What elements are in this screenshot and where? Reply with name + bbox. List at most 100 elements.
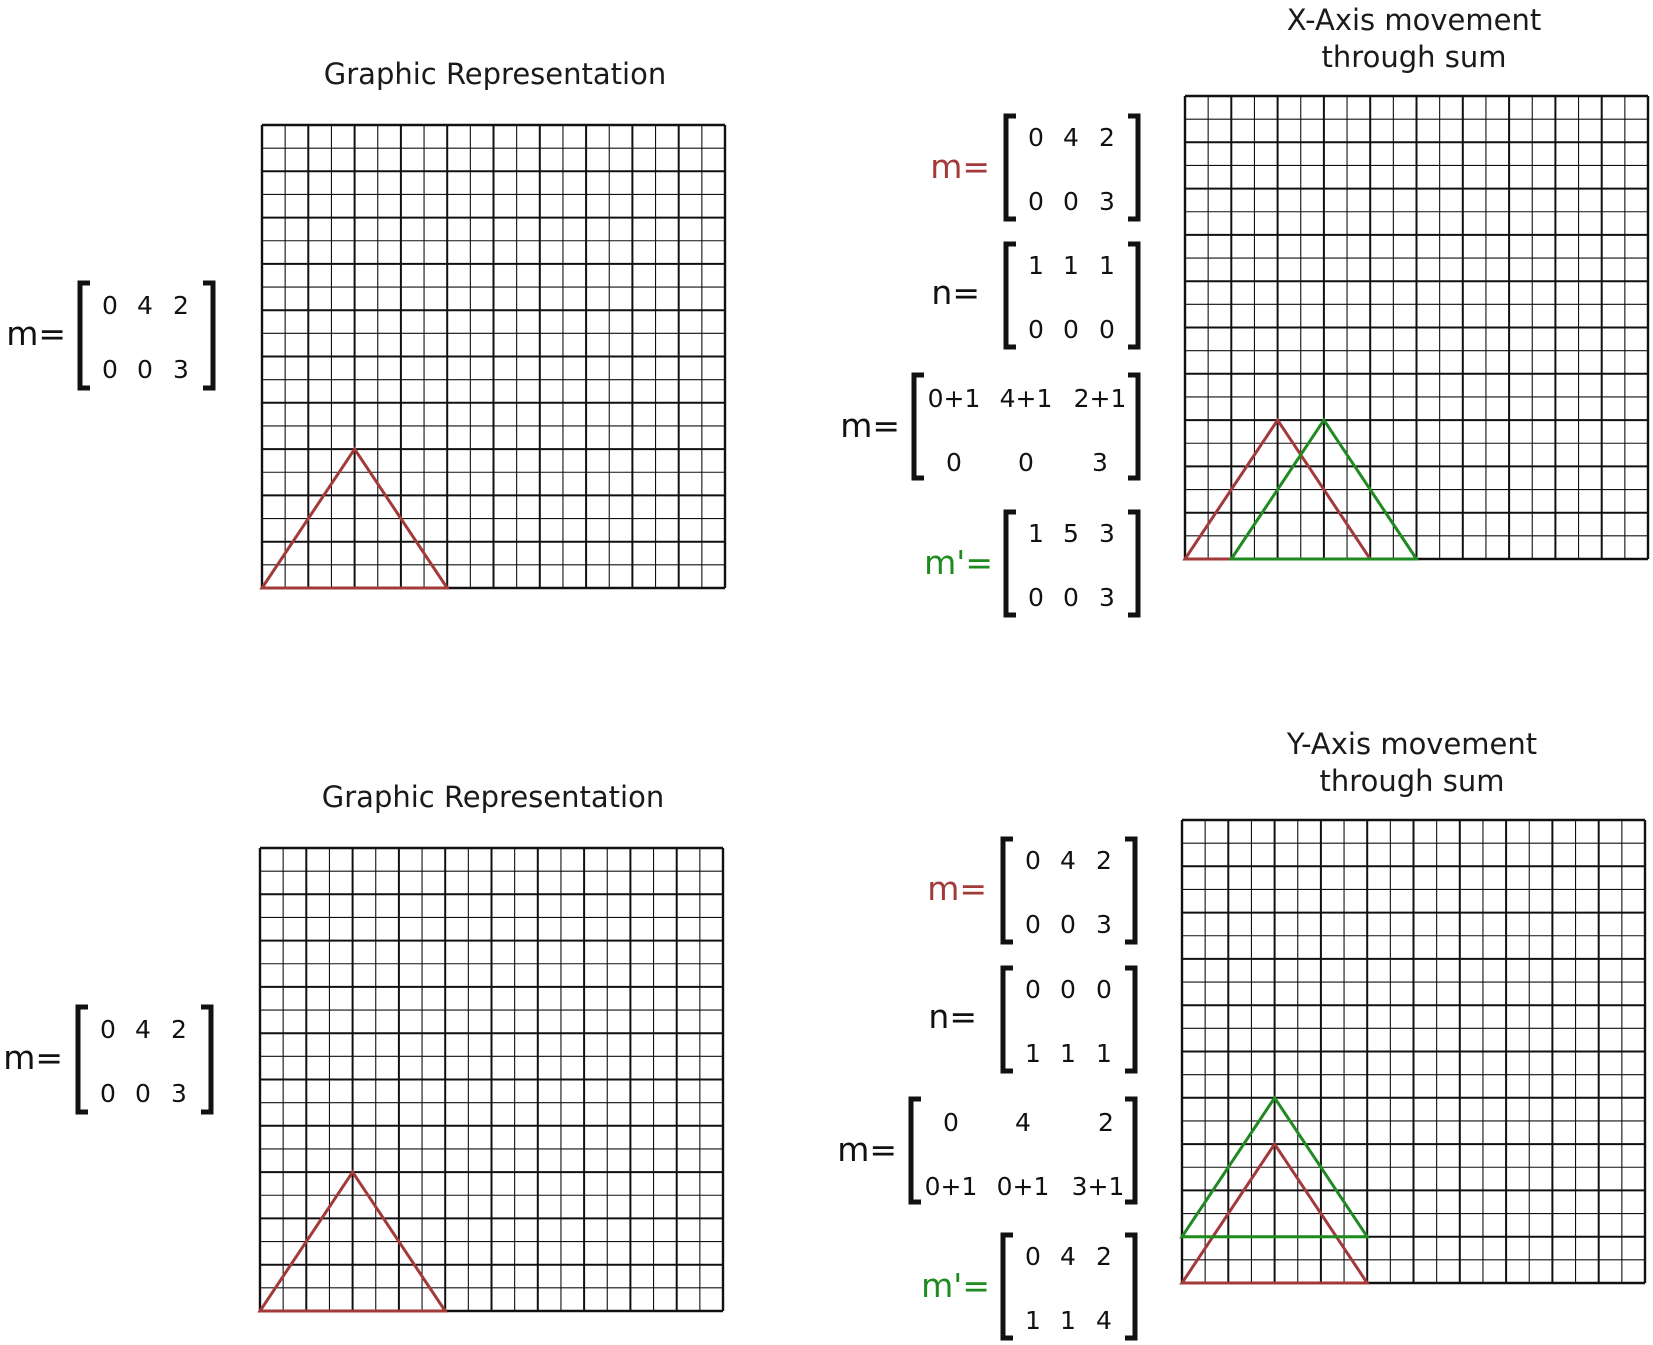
original-triangle xyxy=(259,446,451,590)
matrix-entry: 4 xyxy=(135,1015,151,1044)
original-triangle xyxy=(257,1169,449,1313)
bottom-right-title-line2: through sum xyxy=(1320,764,1505,798)
matrix-entry: 4 xyxy=(1060,846,1076,875)
left-bracket xyxy=(1003,113,1016,222)
matrix-entry: 0 xyxy=(1028,123,1044,152)
matrix-entry: 2+1 xyxy=(1074,384,1127,413)
matrix-label: m= xyxy=(3,1038,63,1077)
matrix-entry: 1 xyxy=(1028,519,1044,548)
matrix-entry: 0 xyxy=(1025,1242,1041,1271)
matrix-label: m'= xyxy=(921,1266,990,1305)
matrix-entry: 0+1 xyxy=(925,1172,978,1201)
matrix-label: m= xyxy=(927,869,987,908)
right-bracket xyxy=(201,1004,214,1115)
matrix-entry: 0 xyxy=(1018,448,1034,477)
matrix-entry: 0 xyxy=(1063,187,1079,216)
matrix-entry: 0 xyxy=(100,1015,116,1044)
matrix-entry: 5 xyxy=(1063,519,1079,548)
matrix-entry: 0 xyxy=(1060,975,1076,1004)
right-bracket xyxy=(203,280,216,391)
top-left-matrix-m: m= 0 4 2 0 0 3 xyxy=(6,280,216,391)
matrix-entry: 0 xyxy=(1060,910,1076,939)
left-bracket xyxy=(77,280,90,391)
top-right-grid xyxy=(1182,94,1650,561)
right-bracket xyxy=(1125,965,1138,1074)
right-bracket xyxy=(1125,836,1138,945)
matrix-entry: 0 xyxy=(1099,315,1115,344)
moved-triangle xyxy=(1179,1095,1371,1239)
matrix-entry: 0 xyxy=(137,355,153,384)
right-bracket xyxy=(1128,372,1141,481)
matrix-entry: 2 xyxy=(171,1015,187,1044)
matrix-label: m= xyxy=(6,314,66,353)
matrix-entry: 3 xyxy=(1092,448,1108,477)
left-bracket xyxy=(911,372,924,481)
matrix-entry: 3 xyxy=(171,1079,187,1108)
bottom-left-title: Graphic Representation xyxy=(322,780,664,814)
matrix-entry: 1 xyxy=(1063,251,1079,280)
matrix-label: n= xyxy=(928,997,977,1036)
right-bracket xyxy=(1128,509,1141,618)
original-triangle xyxy=(1179,1141,1371,1285)
matrix-entry: 3 xyxy=(1096,910,1112,939)
matrix-entry: 0+1 xyxy=(997,1172,1050,1201)
matrix-entry: 0 xyxy=(135,1079,151,1108)
matrix-entry: 1 xyxy=(1096,1039,1112,1068)
right-bracket xyxy=(1128,113,1141,222)
bottom-right-matrix-sum: m= 0 4 2 0+1 0+1 3+1 xyxy=(837,1096,1138,1205)
matrix-entry: 0 xyxy=(1063,583,1079,612)
matrix-label: m= xyxy=(930,147,990,186)
bottom-right-grid xyxy=(1179,818,1647,1285)
right-bracket xyxy=(1125,1096,1138,1205)
matrix-label: n= xyxy=(931,273,980,312)
matrix-entry: 4 xyxy=(1063,123,1079,152)
matrix-entry: 0 xyxy=(1028,187,1044,216)
matrix-entry: 4 xyxy=(1060,1242,1076,1271)
bottom-right-title-line1: Y-Axis movement xyxy=(1286,727,1537,761)
matrix-entry: 0 xyxy=(1028,315,1044,344)
matrix-entry: 1 xyxy=(1028,251,1044,280)
matrix-entry: 3 xyxy=(1099,187,1115,216)
matrix-entry: 4 xyxy=(1096,1306,1112,1335)
matrix-entry: 4+1 xyxy=(1000,384,1053,413)
matrix-entry: 0 xyxy=(1028,583,1044,612)
matrix-entry: 0 xyxy=(943,1108,959,1137)
top-right-title-line1: X-Axis movement xyxy=(1287,3,1541,37)
matrix-entry: 2 xyxy=(1098,1108,1114,1137)
matrix-label: m= xyxy=(840,406,900,445)
matrix-entry: 4 xyxy=(1015,1108,1031,1137)
bottom-left-grid xyxy=(257,846,725,1313)
top-right-matrix-n: n= 1 1 1 0 0 0 xyxy=(931,241,1141,350)
bottom-left-matrix-m: m= 0 4 2 0 0 3 xyxy=(3,1004,214,1115)
matrix-entry: 1 xyxy=(1060,1306,1076,1335)
left-bracket xyxy=(1003,241,1016,350)
matrix-entry: 2 xyxy=(1099,123,1115,152)
matrix-entry: 3 xyxy=(1099,583,1115,612)
matrix-entry: 0 xyxy=(100,1079,116,1108)
top-right-title-line2: through sum xyxy=(1322,40,1507,74)
matrix-entry: 2 xyxy=(1096,1242,1112,1271)
matrix-entry: 0 xyxy=(1096,975,1112,1004)
matrix-entry: 3 xyxy=(1099,519,1115,548)
left-bracket xyxy=(1000,965,1013,1074)
matrix-entry: 1 xyxy=(1060,1039,1076,1068)
matrix-entry: 1 xyxy=(1025,1306,1041,1335)
matrix-entry: 2 xyxy=(1096,846,1112,875)
matrix-entry: 1 xyxy=(1099,251,1115,280)
matrix-entry: 3+1 xyxy=(1072,1172,1125,1201)
matrix-entry: 0 xyxy=(1025,975,1041,1004)
top-right-matrix-m: m= 0 4 2 0 0 3 xyxy=(930,113,1141,222)
matrix-entry: 0 xyxy=(946,448,962,477)
matrix-entry: 0 xyxy=(102,291,118,320)
left-bracket xyxy=(1000,1232,1013,1341)
left-bracket xyxy=(1000,836,1013,945)
top-left-grid xyxy=(259,123,727,590)
top-left-title: Graphic Representation xyxy=(324,57,666,91)
right-bracket xyxy=(1128,241,1141,350)
top-right-matrix-m-prime: m'= 1 5 3 0 0 3 xyxy=(924,509,1141,618)
matrix-label: m'= xyxy=(924,543,993,582)
matrix-entry: 0 xyxy=(102,355,118,384)
matrix-label: m= xyxy=(837,1130,897,1169)
right-bracket xyxy=(1125,1232,1138,1341)
